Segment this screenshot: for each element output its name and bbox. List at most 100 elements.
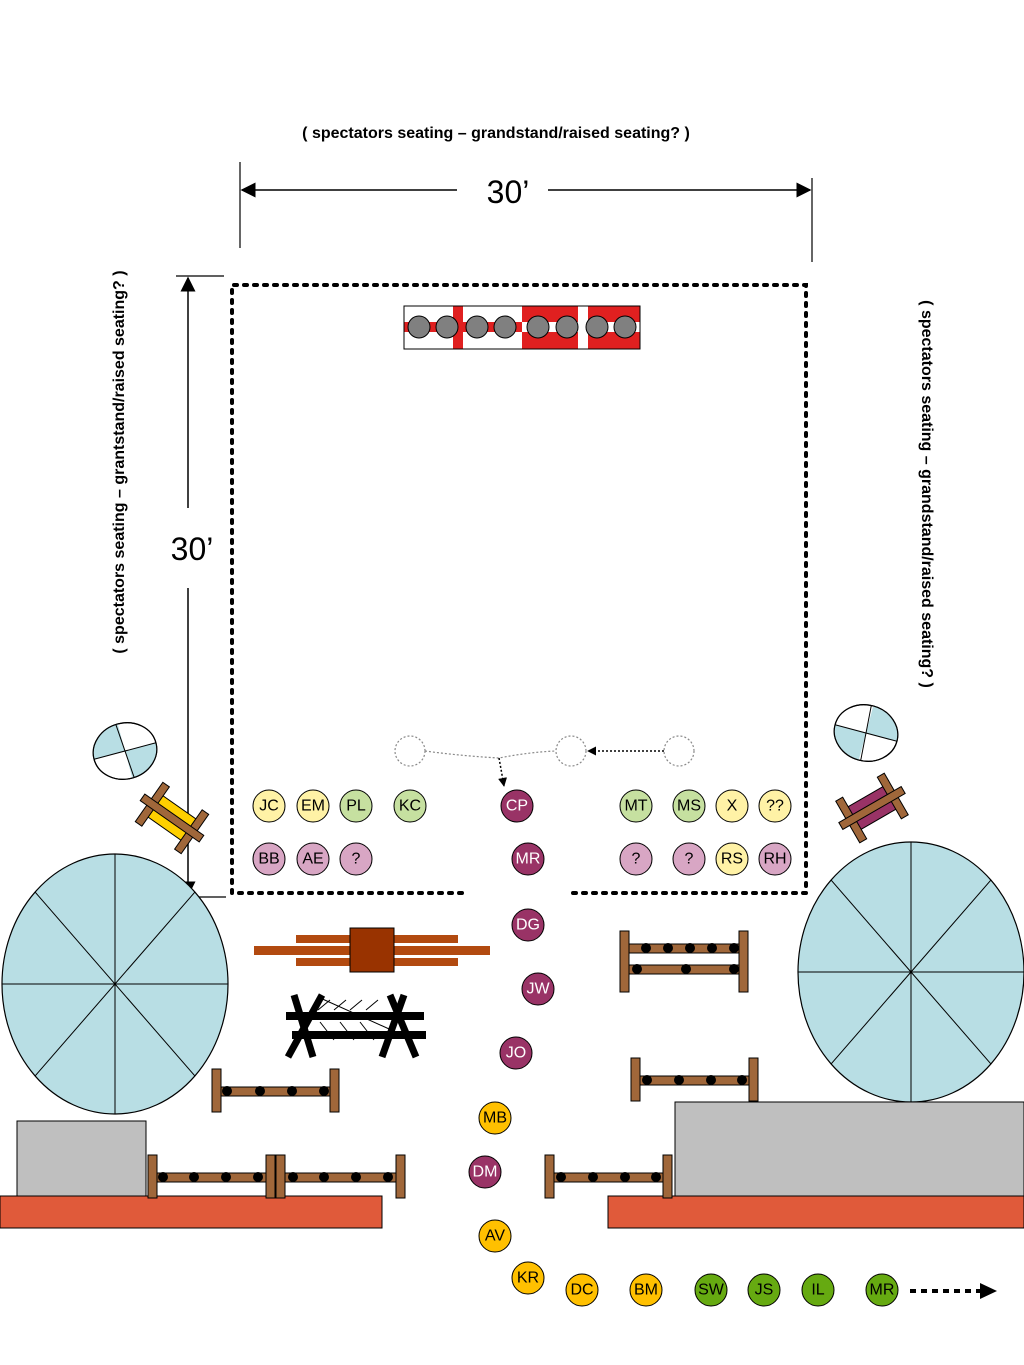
person-label: SW [698, 1282, 725, 1299]
fence-left-lower-b [275, 1154, 406, 1199]
exit-arrow [910, 1283, 997, 1299]
person-row1-left: PL [339, 789, 373, 823]
person-row1-left: EM [296, 789, 330, 823]
person-label: RS [721, 851, 743, 868]
fence-left-lower-a [147, 1154, 276, 1199]
person-bottom-row: DC [565, 1273, 599, 1307]
person-center: AV [478, 1219, 512, 1253]
person-bottom-row: KR [511, 1261, 545, 1295]
person-label: MR [516, 851, 541, 868]
person-bottom-row: BM [629, 1273, 663, 1307]
board-ball [526, 315, 550, 339]
person-row2-left: BB [252, 842, 286, 876]
board-ball [585, 315, 609, 339]
person-row2-right: ? [672, 842, 706, 876]
person-label: AV [485, 1228, 505, 1245]
left-large-disc [1, 853, 229, 1115]
person-label: JO [506, 1045, 526, 1062]
person-label: ?? [766, 798, 784, 815]
person-row1-left: JC [252, 789, 286, 823]
person-center: CP [500, 789, 534, 823]
height-dimension-label: 30’ [171, 531, 214, 567]
fence-right-lower [544, 1154, 673, 1199]
board-ball [613, 315, 637, 339]
right-large-disc [797, 841, 1024, 1103]
person-label: RH [763, 851, 786, 868]
right-gray-block [674, 1101, 1024, 1198]
fence-right-upper [630, 1057, 759, 1102]
person-label: MR [870, 1282, 895, 1299]
person-label: DM [473, 1164, 498, 1181]
left-brick-base [0, 1195, 383, 1229]
person-center: JO [499, 1036, 533, 1070]
right-spool [833, 704, 899, 762]
person-label: DC [570, 1282, 593, 1299]
person-row1-right: X [715, 789, 749, 823]
board-balls [407, 315, 637, 339]
person-bottom-row: MR [865, 1273, 899, 1307]
person-center: JW [521, 972, 555, 1006]
person-center: DG [511, 908, 545, 942]
position-markers [394, 735, 695, 787]
arena-boundary [230, 283, 808, 895]
left-gray-block [16, 1120, 147, 1198]
person-label: IL [811, 1282, 824, 1299]
person-label: BM [634, 1282, 658, 1299]
person-label: KC [399, 798, 421, 815]
person-row2-right: RS [715, 842, 749, 876]
right-cable-reel [835, 772, 909, 844]
person-row1-right: MT [619, 789, 653, 823]
board-ball [555, 315, 579, 339]
right-spectators-label: ( spectators seating – grandstand/raised… [918, 300, 935, 688]
person-row1-right: MS [672, 789, 706, 823]
person-row2-right: ? [619, 842, 653, 876]
person-label: KR [517, 1270, 539, 1287]
person-center: MR [511, 842, 545, 876]
person-label: JW [526, 981, 550, 998]
left-spool [92, 722, 158, 780]
board-ball [407, 315, 431, 339]
person-row1-left: KC [393, 789, 427, 823]
right-brick-base [607, 1195, 1024, 1229]
fences [147, 930, 759, 1199]
person-row2-right: RH [758, 842, 792, 876]
person-label: DG [516, 917, 540, 934]
person-label: ? [632, 851, 641, 868]
person-bottom-row: IL [801, 1273, 835, 1307]
left-cable-reel [134, 781, 210, 855]
person-bottom-row: SW [694, 1273, 728, 1307]
person-label: CP [506, 798, 528, 815]
person-label: AE [302, 851, 323, 868]
person-label: JC [259, 798, 279, 815]
person-row2-left: ? [339, 842, 373, 876]
person-label: PL [346, 798, 366, 815]
person-label: ? [685, 851, 694, 868]
width-dimension-label: 30’ [487, 174, 530, 210]
person-bottom-row: JS [747, 1273, 781, 1307]
person-label: JS [755, 1282, 774, 1299]
person-label: BB [258, 851, 279, 868]
person-label: ? [352, 851, 361, 868]
board-ball [465, 315, 489, 339]
person-label: MB [483, 1110, 507, 1127]
height-dimension: 30’ [171, 275, 226, 898]
ball-board [403, 305, 641, 350]
board-ball [493, 315, 517, 339]
board-ball [435, 315, 459, 339]
sawhorse [284, 993, 426, 1059]
person-center: MB [478, 1101, 512, 1135]
fence-right-double [619, 930, 749, 993]
person-label: MS [677, 798, 701, 815]
rust-bench [254, 927, 490, 973]
person-label: X [727, 798, 738, 815]
width-dimension: 30’ [239, 162, 813, 262]
fence-left-upper [211, 1068, 340, 1113]
person-label: MT [624, 798, 647, 815]
person-center: DM [468, 1155, 502, 1189]
top-spectators-label: ( spectators seating – grandstand/raised… [302, 125, 690, 142]
people-markers: JC EM PL KC BB AE? MT MS X???? RS RH CP MR DG JW JO MB DM… [252, 789, 899, 1307]
person-row2-left: AE [296, 842, 330, 876]
person-label: EM [301, 798, 325, 815]
left-spectators-label: ( spectators seating – grantstand/raised… [111, 270, 128, 653]
